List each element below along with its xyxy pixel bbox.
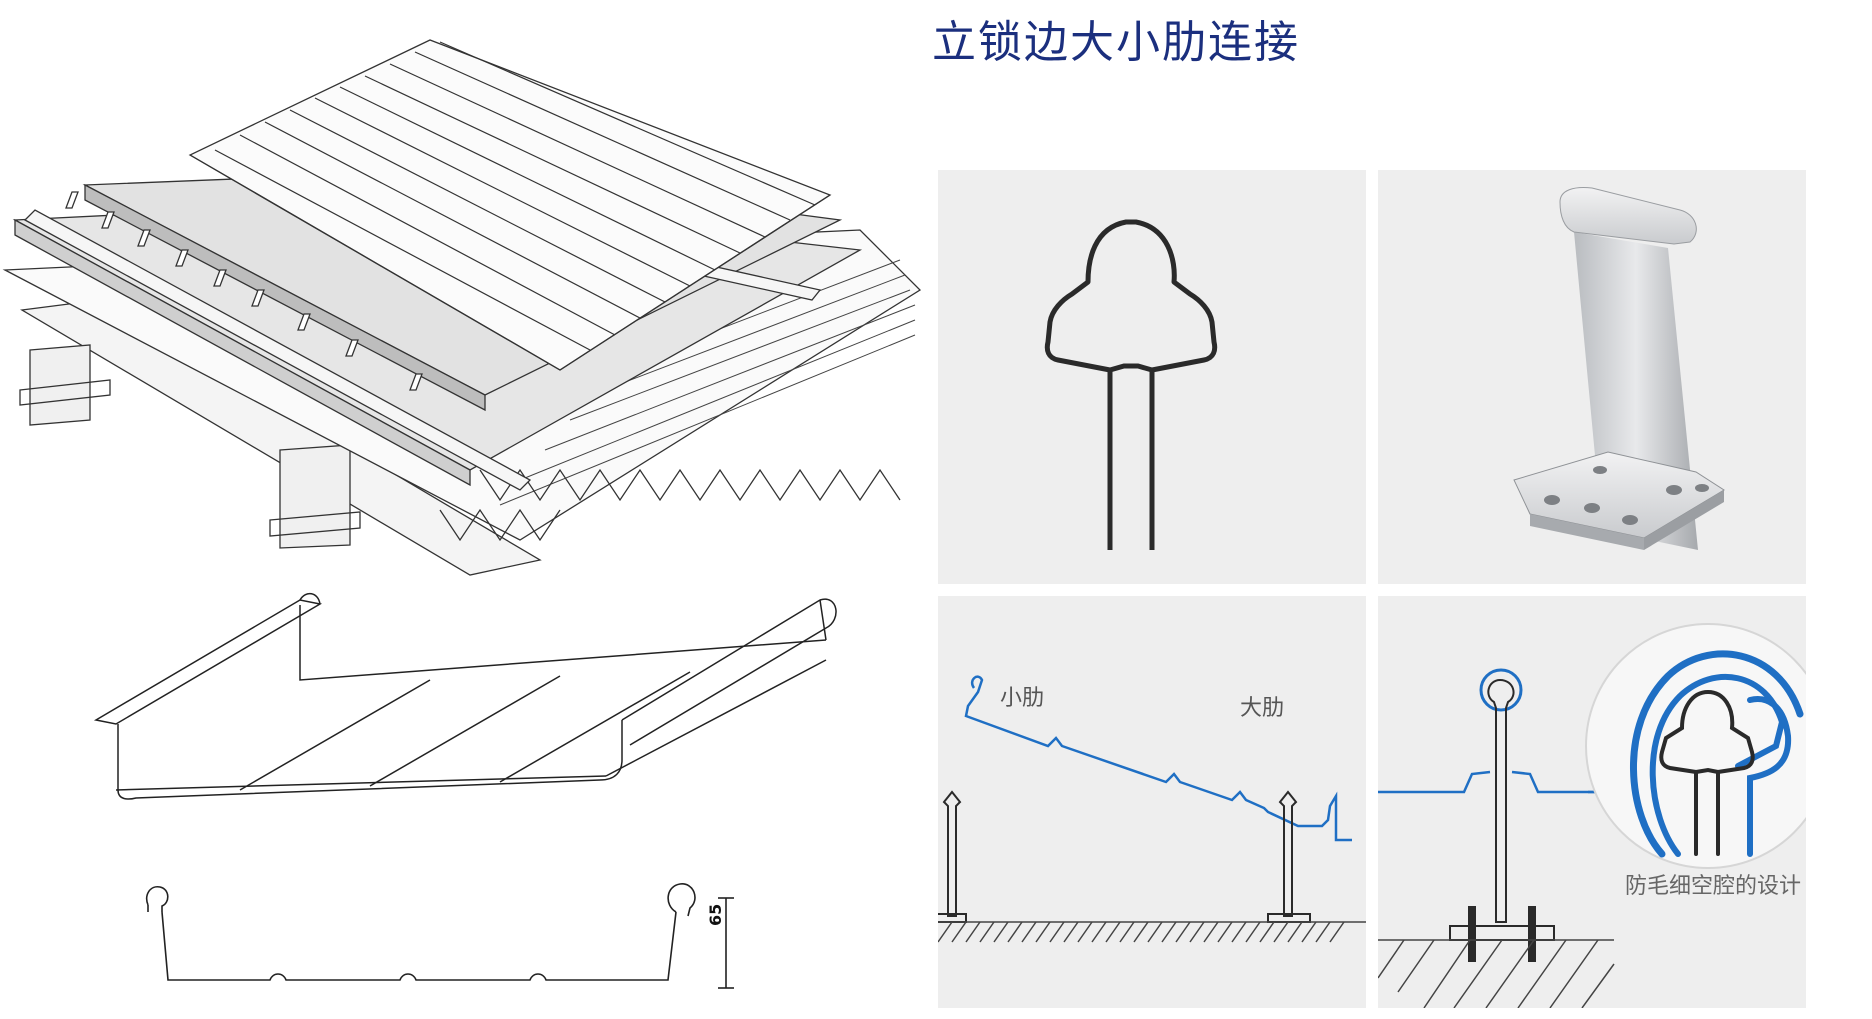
small-rib-label: 小肋	[1000, 686, 1045, 711]
sheet-line-right	[1511, 770, 1614, 794]
panel-sheet-line	[964, 675, 1352, 842]
capillary-cavity-panel: 防毛细空腔的设计	[1378, 596, 1806, 1008]
rib-section-panel	[938, 170, 1366, 584]
panel-profile-section	[145, 883, 734, 989]
page-title: 立锁边大小肋连接	[932, 17, 1300, 68]
cavity-design-label: 防毛细空腔的设计	[1625, 874, 1802, 899]
clip-stand	[1449, 668, 1555, 941]
bolt-holes	[1544, 466, 1709, 525]
isometric-roof-assembly	[2, 39, 922, 576]
substrate-hatch	[1378, 939, 1615, 1008]
profile-height-label: 65	[706, 903, 725, 926]
left-clip	[938, 790, 967, 923]
sheet-line-left	[1378, 770, 1491, 794]
rib-outline	[1044, 219, 1218, 550]
clip-head	[1559, 187, 1697, 245]
right-clip	[1267, 790, 1311, 923]
rib-connection-panel: 小肋 大肋	[938, 596, 1366, 1008]
clip-photo-panel	[1378, 170, 1806, 584]
panel-perspective	[93, 592, 837, 800]
large-rib-label: 大肋	[1240, 696, 1285, 721]
substrate-hatch	[938, 921, 1366, 943]
cavity-detail	[1630, 650, 1804, 858]
roof-system-drawings	[2, 39, 922, 989]
bolts	[1468, 906, 1536, 962]
